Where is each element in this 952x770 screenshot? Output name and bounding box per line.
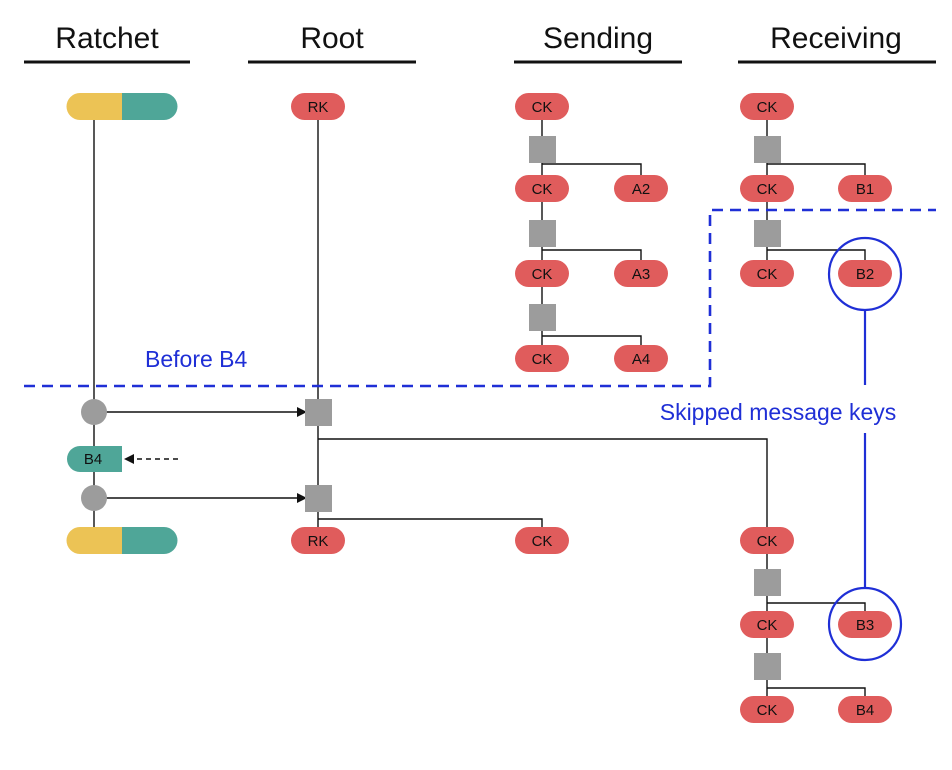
root-key-pill [291, 93, 345, 120]
message-key-label: B4 [856, 702, 874, 719]
root-key-label: RK [308, 533, 329, 550]
header-receiving: Receiving [770, 22, 902, 55]
chain-key-pill [740, 611, 794, 638]
ratchet-private-half [66, 527, 122, 554]
ratchet-public-half [122, 527, 178, 554]
receiving-kdf-box-2 [754, 220, 781, 247]
receiving-column: CK CK B1 CK B2 CK CK B3 [740, 93, 892, 723]
message-key-label: B1 [856, 181, 874, 198]
message-key-b1: B1 [838, 175, 892, 202]
receiving-chain-key-3: CK [740, 260, 794, 287]
root-key-top: RK [291, 93, 345, 120]
receiving-chain-key-new-1: CK [740, 527, 794, 554]
message-key-a2: A2 [614, 175, 668, 202]
root-kdf-box-1 [305, 399, 332, 426]
receiving-chain-key-new-2: CK [740, 611, 794, 638]
chain-key-label: CK [532, 181, 553, 198]
root-column: RK RK [291, 93, 345, 554]
sending-chain-key-4: CK [515, 345, 569, 372]
message-key-pill [838, 260, 892, 287]
root-kdf-box-2 [305, 485, 332, 512]
sending-kdf-box-1 [529, 136, 556, 163]
message-key-pill [614, 175, 668, 202]
chain-key-label: CK [757, 533, 778, 550]
chain-key-label: CK [532, 533, 553, 550]
header-ratchet: Ratchet [55, 22, 159, 55]
message-key-a4: A4 [614, 345, 668, 372]
chain-key-pill [515, 175, 569, 202]
dh-node-2 [81, 485, 107, 511]
dh-node-1 [81, 399, 107, 425]
message-key-pill [838, 696, 892, 723]
receiving-kdf-box-1 [754, 136, 781, 163]
message-tag-shape [67, 446, 122, 472]
sending-kdf-box-3 [529, 304, 556, 331]
message-key-pill [838, 175, 892, 202]
header-root: Root [300, 22, 364, 55]
sending-chain-key-2: CK [515, 175, 569, 202]
ratchet-keypair-bottom [66, 527, 178, 554]
message-key-b4: B4 [838, 696, 892, 723]
message-key-label: A4 [632, 351, 650, 368]
sending-chain-key-3: CK [515, 260, 569, 287]
chain-key-label: CK [532, 351, 553, 368]
root-key-bottom: RK [291, 527, 345, 554]
chain-key-pill [515, 345, 569, 372]
message-key-b2: B2 [838, 260, 892, 287]
chain-key-label: CK [757, 181, 778, 198]
message-tag-label: B4 [84, 451, 102, 468]
ratchet-keypair-top [66, 93, 178, 120]
message-key-pill [614, 345, 668, 372]
ratchet-private-half [66, 93, 122, 120]
skipped-circle-b2 [827, 236, 903, 312]
message-key-pill [838, 611, 892, 638]
message-key-b3: B3 [838, 611, 892, 638]
receiving-kdf-box-4 [754, 653, 781, 680]
chain-key-pill [740, 527, 794, 554]
message-key-label: A3 [632, 266, 650, 283]
root-to-sending-chain-line [318, 518, 543, 540]
chain-key-pill [740, 260, 794, 287]
chain-key-pill [515, 93, 569, 120]
receiving-chain-key-1: CK [740, 93, 794, 120]
message-key-label: B2 [856, 266, 874, 283]
message-key-pill [614, 260, 668, 287]
receiving-kdf-box-3 [754, 569, 781, 596]
sending-kdf-box-2 [529, 220, 556, 247]
chain-key-label: CK [757, 702, 778, 719]
skipped-circle-b3 [827, 586, 903, 662]
chain-key-label: CK [532, 266, 553, 283]
chain-key-pill [740, 93, 794, 120]
chain-key-label: CK [532, 99, 553, 116]
skipped-message-keys-label: Skipped message keys [660, 399, 897, 425]
chain-key-pill [515, 260, 569, 287]
before-b4-label: Before B4 [145, 346, 247, 372]
sending-chain-key-1: CK [515, 93, 569, 120]
root-key-pill [291, 527, 345, 554]
chain-key-label: CK [757, 266, 778, 283]
message-tag-b4: B4 [67, 446, 122, 472]
root-key-label: RK [308, 99, 329, 116]
root-to-receiving-chain-line [318, 438, 768, 540]
sending-column: CK CK A2 CK A3 CK A4 CK [515, 93, 668, 554]
column-headers: Ratchet Root Sending Receiving [24, 22, 936, 64]
chain-key-label: CK [757, 99, 778, 116]
annotations: Before B4 Skipped message keys [24, 208, 936, 662]
chain-key-pill [740, 696, 794, 723]
message-key-label: A2 [632, 181, 650, 198]
receiving-chain-key-2: CK [740, 175, 794, 202]
message-key-a3: A3 [614, 260, 668, 287]
ratchet-column: B4 [66, 93, 178, 554]
receiving-chain-key-new-3: CK [740, 696, 794, 723]
chain-key-label: CK [757, 617, 778, 634]
ratchet-public-half [122, 93, 178, 120]
header-sending: Sending [543, 22, 653, 55]
before-b4-boundary [24, 208, 936, 388]
sending-chain-key-new: CK [515, 527, 569, 554]
chain-key-pill [515, 527, 569, 554]
message-key-label: B3 [856, 617, 874, 634]
chain-key-pill [740, 175, 794, 202]
